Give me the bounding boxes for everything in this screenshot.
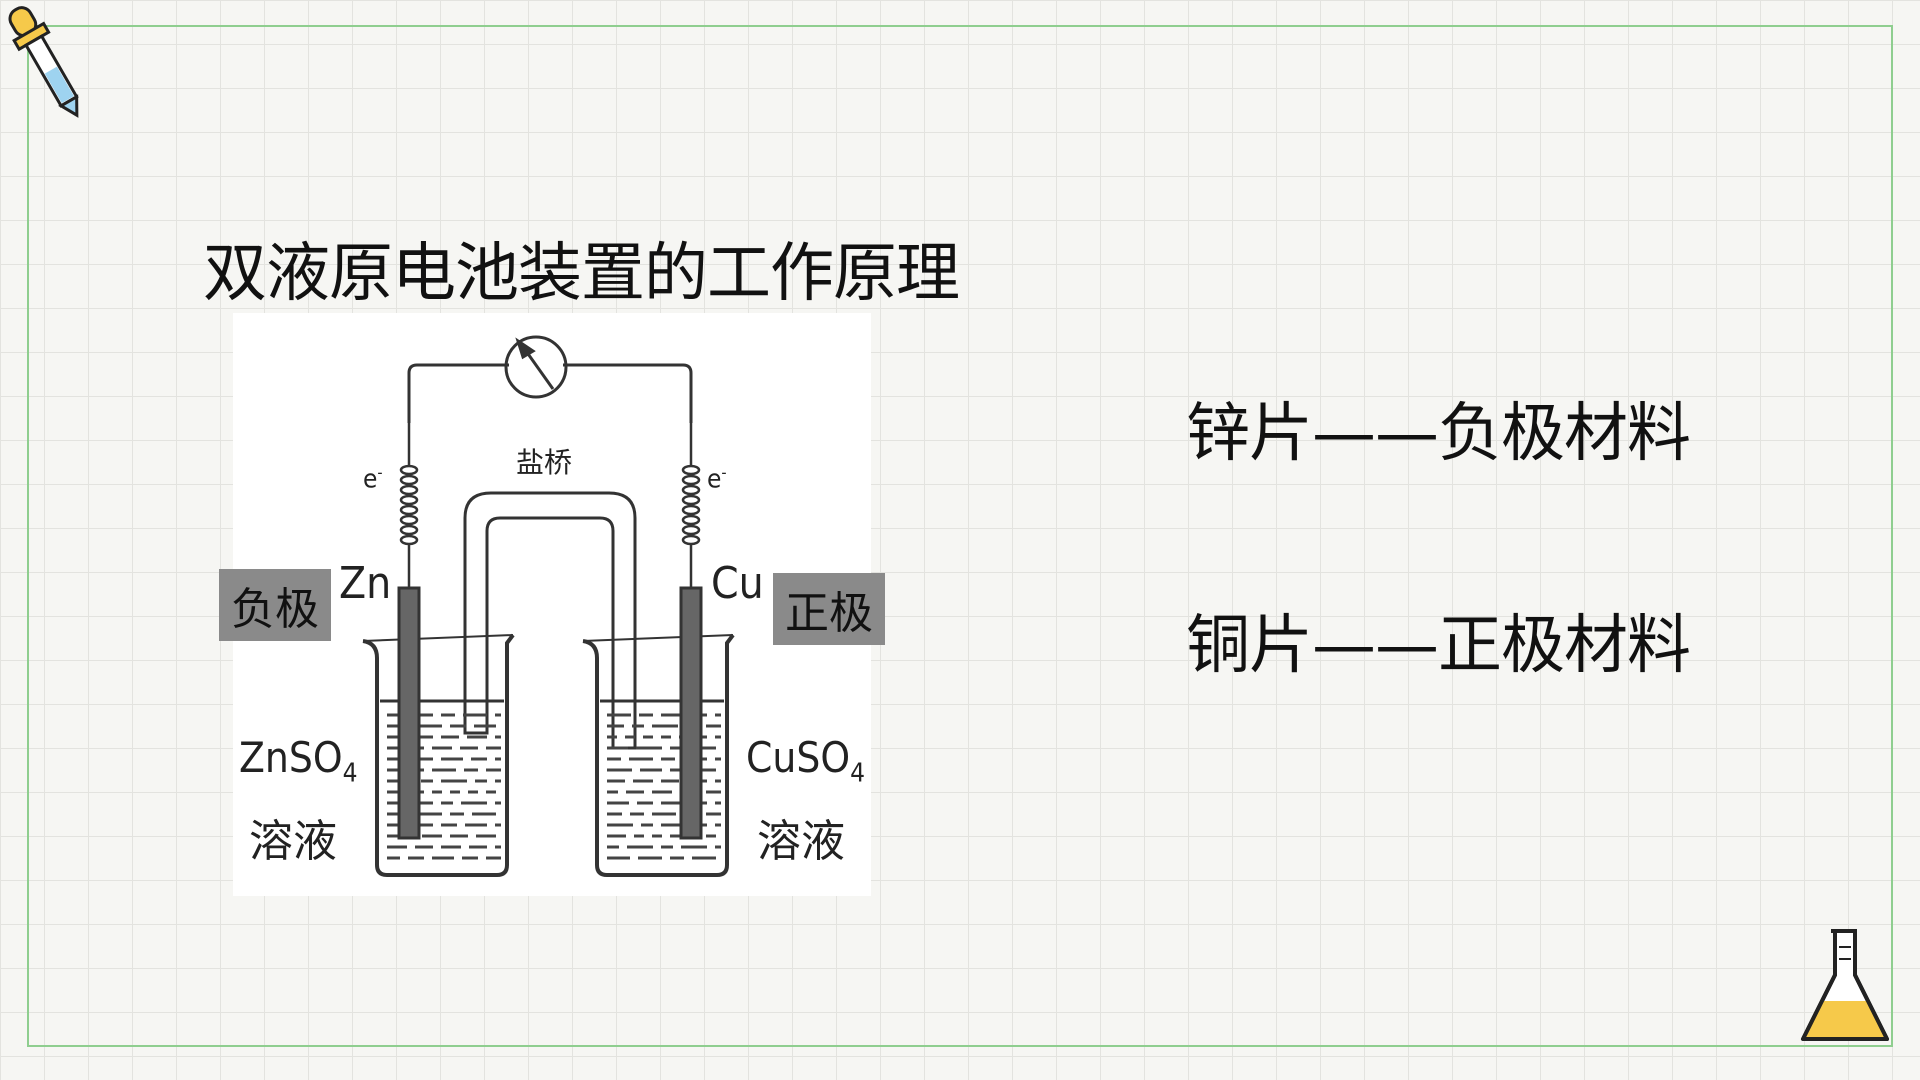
- right-wire: [563, 363, 693, 423]
- galvanic-cell-drawing: [362, 335, 735, 877]
- salt-bridge: [463, 491, 637, 750]
- left-beaker: [362, 633, 515, 877]
- electron-right-label: e-: [707, 463, 727, 495]
- salt-bridge-label: 盐桥: [516, 446, 573, 479]
- zn-label: Zn: [339, 558, 392, 609]
- cu-solution-formula: CuSO4: [746, 733, 865, 789]
- positive-electrode-label: 正极: [773, 573, 885, 645]
- note-zinc: 锌片——负极材料: [1186, 397, 1691, 471]
- dropper-icon: [8, 6, 79, 118]
- slide-border: [27, 25, 1893, 1047]
- flask-icon: [1801, 929, 1889, 1041]
- zn-solution: [387, 713, 501, 860]
- right-coil: [681, 423, 701, 588]
- zn-solution-word: 溶液: [249, 816, 337, 867]
- zn-solution-formula: ZnSO4: [239, 733, 358, 789]
- negative-electrode-label: 负极: [219, 569, 331, 641]
- cu-solution-word: 溶液: [757, 816, 845, 867]
- zinc-electrode: [397, 586, 421, 840]
- left-wire: [407, 363, 509, 423]
- galvanometer: [504, 335, 568, 399]
- slide-title: 双液原电池装置的工作原理: [203, 237, 960, 311]
- left-coil: [399, 423, 419, 588]
- right-beaker: [582, 633, 735, 877]
- electron-left-label: e-: [363, 463, 383, 495]
- cu-label: Cu: [711, 558, 764, 609]
- note-copper: 铜片——正极材料: [1186, 609, 1691, 683]
- galvanic-cell-diagram: 盐桥 e- e- Zn Cu ZnSO4 溶液 CuSO4 溶液: [233, 313, 871, 896]
- copper-electrode: [679, 586, 703, 840]
